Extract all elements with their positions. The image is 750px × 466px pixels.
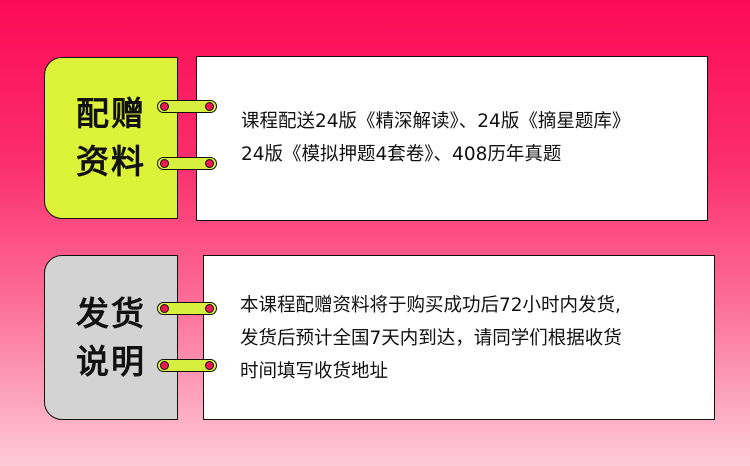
gift-materials-label-box: 配赠 资料 — [44, 57, 178, 219]
shipping-notes-line-2: 发货后预计全国7天内到达，请同学们根据收货 — [240, 328, 622, 349]
gift-materials-label-line-2: 资料 — [76, 142, 146, 181]
shipping-notes-label-box: 发货 说明 — [44, 255, 178, 420]
pin-icon — [205, 159, 214, 168]
pin-icon — [205, 361, 214, 370]
binder-ring-icon — [157, 157, 217, 170]
shipping-notes-content: 本课程配赠资料将于购买成功后72小时内发货, 发货后预计全国7天内到达，请同学们… — [240, 289, 622, 388]
gift-materials-content: 课程配送24版《精深解读》、24版《摘星题库》 24版《模拟押题4套卷》、408… — [241, 105, 630, 171]
pin-icon — [160, 361, 169, 370]
pin-icon — [205, 102, 214, 111]
shipping-notes-line-3: 时间填写收货地址 — [240, 361, 389, 382]
gift-materials-label-line-1: 配赠 — [76, 94, 146, 133]
pin-icon — [205, 304, 214, 313]
pin-icon — [160, 159, 169, 168]
shipping-notes-line-1: 本课程配赠资料将于购买成功后72小时内发货, — [240, 295, 621, 316]
shipping-notes-label: 发货 说明 — [76, 290, 146, 386]
pin-icon — [160, 102, 169, 111]
shipping-notes-content-box: 本课程配赠资料将于购买成功后72小时内发货, 发货后预计全国7天内到达，请同学们… — [203, 255, 715, 420]
shipping-notes-label-line-2: 说明 — [76, 341, 146, 381]
gift-materials-line-1: 课程配送24版《精深解读》、24版《摘星题库》 — [241, 111, 631, 132]
gift-materials-line-2: 24版《模拟押题4套卷》、408历年真题 — [241, 144, 562, 165]
gift-materials-label: 配赠 资料 — [76, 90, 146, 186]
pin-icon — [160, 304, 169, 313]
gift-materials-content-box: 课程配送24版《精深解读》、24版《摘星题库》 24版《模拟押题4套卷》、408… — [196, 56, 708, 221]
shipping-notes-label-line-1: 发货 — [76, 293, 146, 333]
binder-ring-icon — [157, 100, 217, 113]
binder-ring-icon — [157, 359, 217, 372]
binder-ring-icon — [157, 302, 217, 315]
